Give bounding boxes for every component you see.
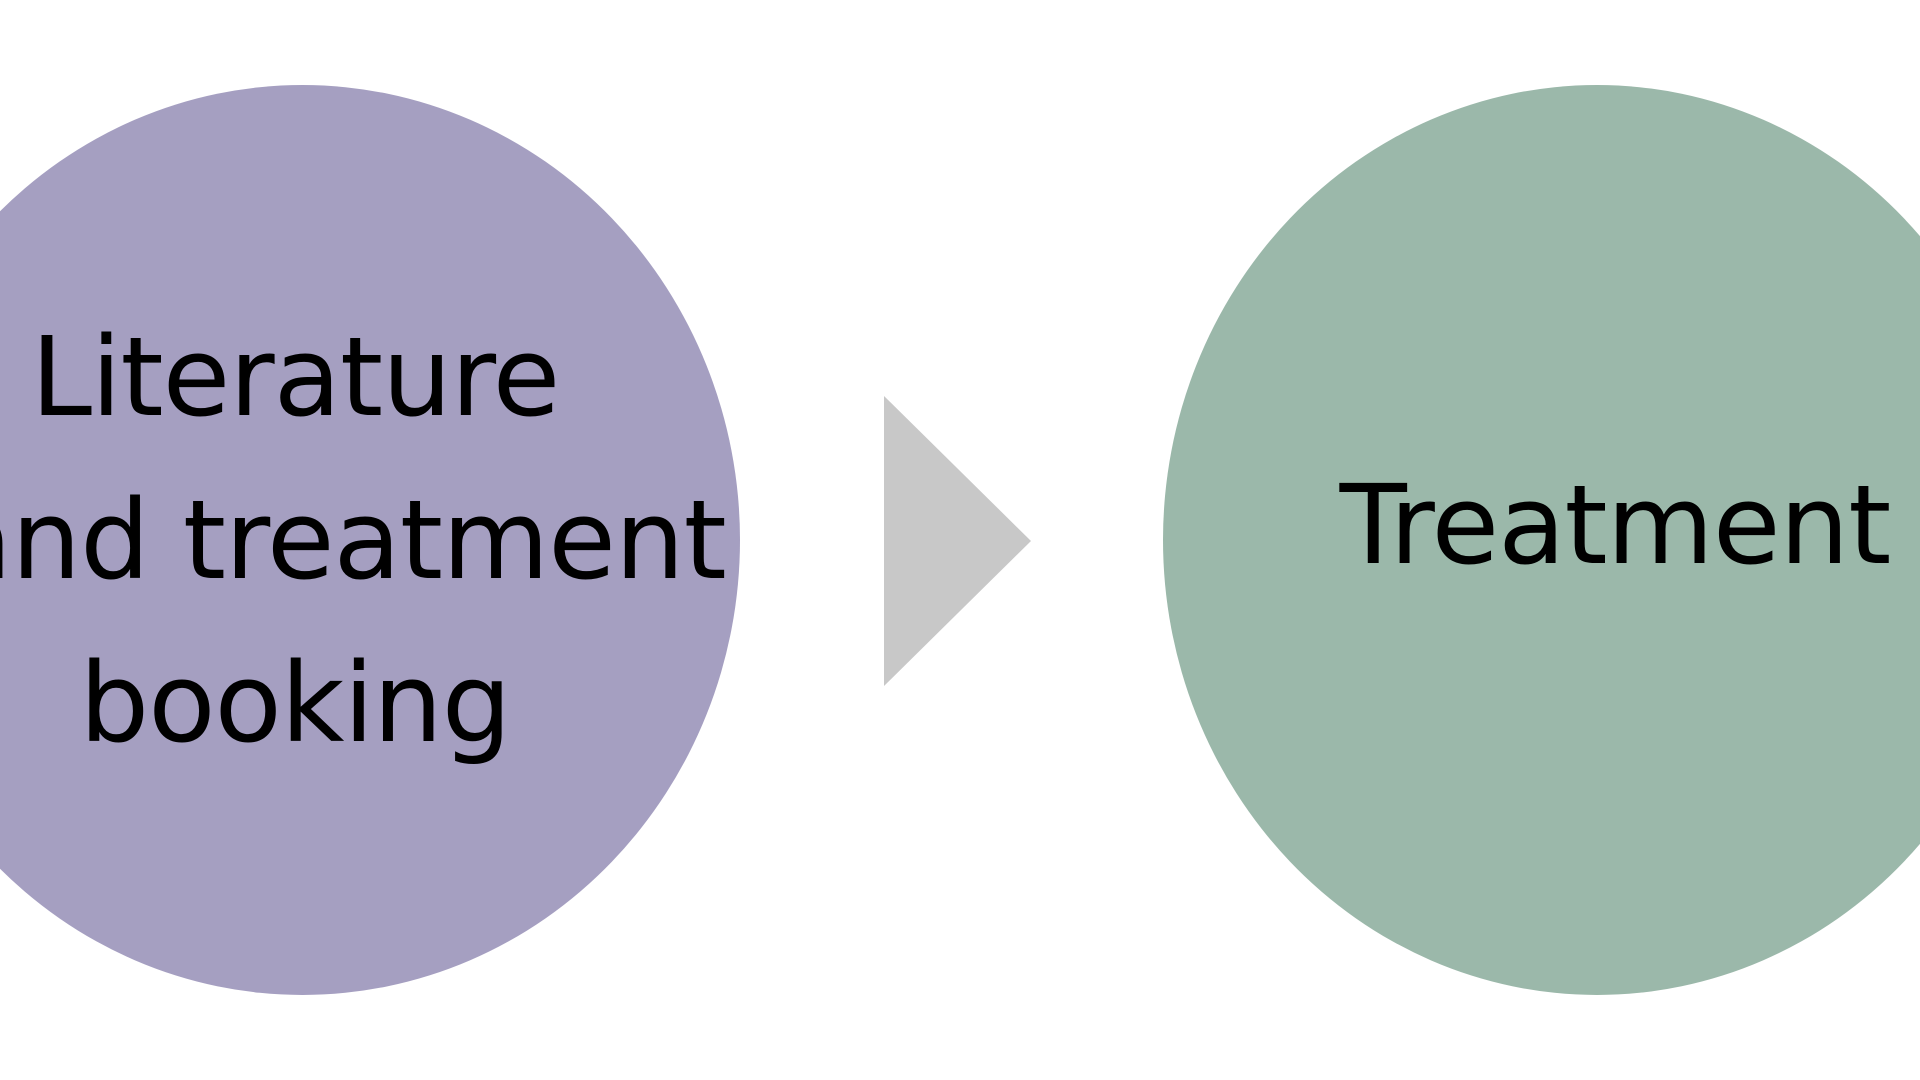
step-label-line-1: Literature (30, 313, 561, 441)
step-label-line-3: booking (79, 639, 511, 767)
step-circle-literature-booking (0, 85, 740, 995)
step-label-literature-booking: Literature and treatment booking (0, 296, 727, 785)
step-label-treatment: Treatment (1300, 444, 1920, 607)
arrow-shape (884, 396, 1031, 686)
step-circle-treatment (1163, 85, 1920, 995)
step-label-line-2: and treatment (0, 476, 727, 604)
chevron-right-triangle-icon (884, 396, 1031, 686)
step-label-line-1: Treatment (1339, 461, 1892, 589)
